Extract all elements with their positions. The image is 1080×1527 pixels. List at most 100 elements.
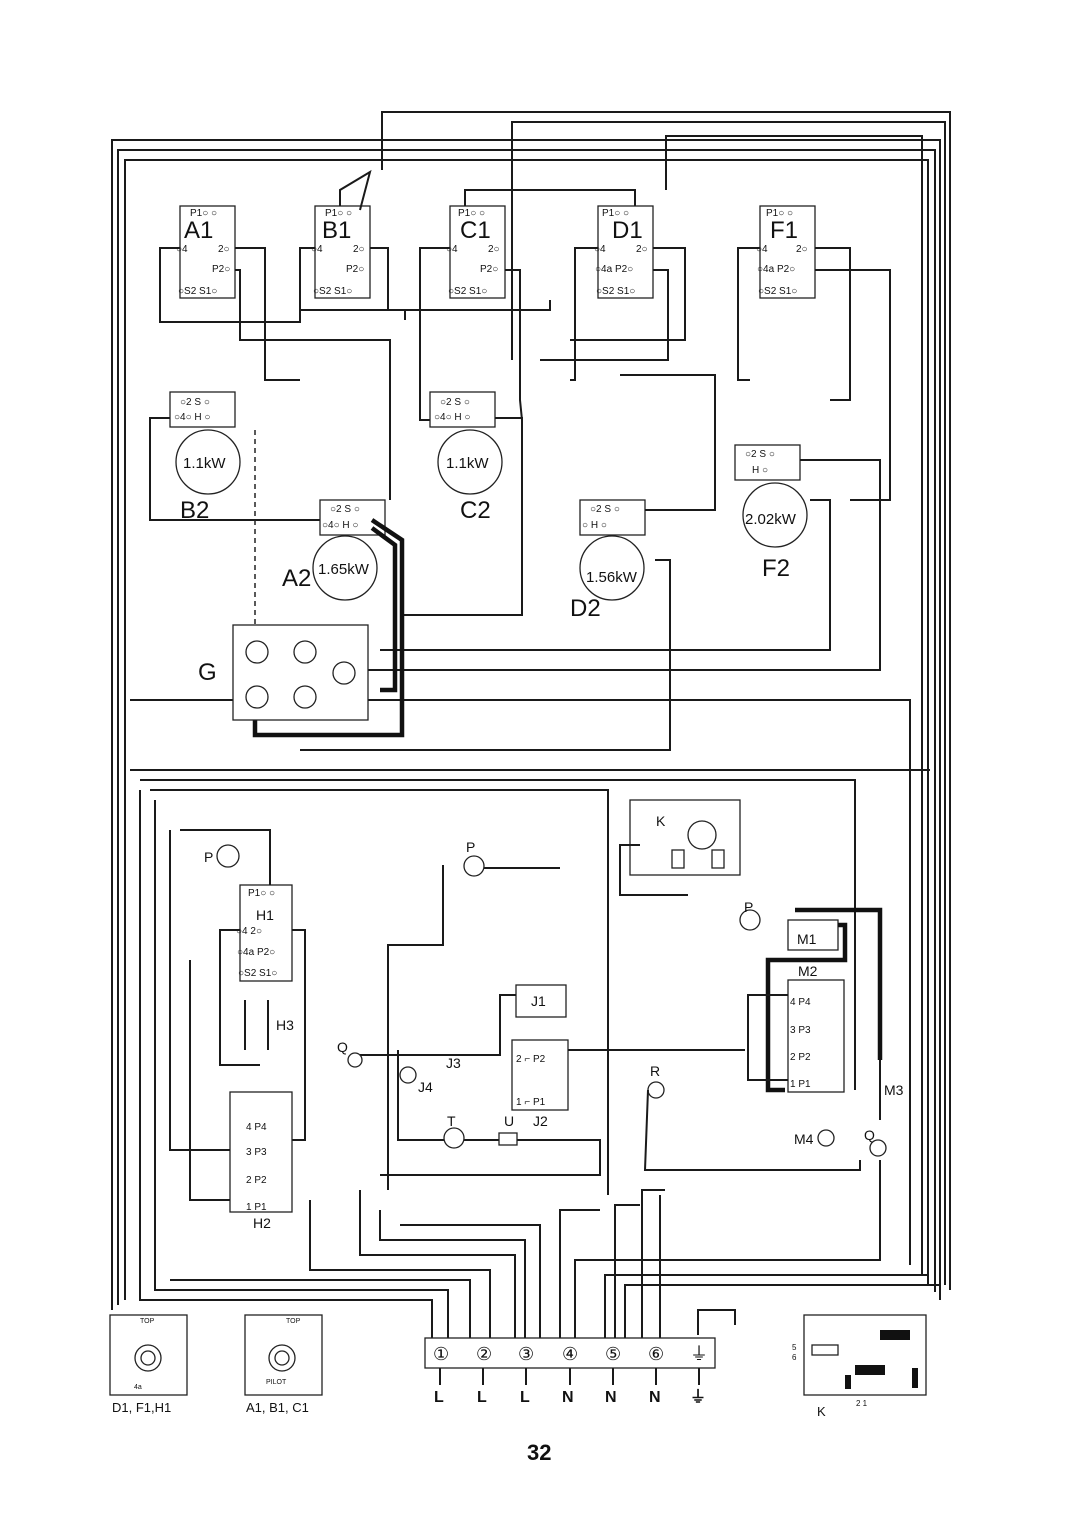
element-C2: ○2 S ○ ○4○ H ○ 1.1kW C2 xyxy=(400,391,523,616)
frame-wires xyxy=(111,111,951,1310)
terminal-5: ⑤ xyxy=(605,1344,621,1364)
spark-generator-G: G xyxy=(198,624,369,721)
svg-text:○4○ H ○: ○4○ H ○ xyxy=(434,412,470,423)
svg-text:A2: A2 xyxy=(282,565,311,592)
svg-text:Q: Q xyxy=(864,1127,875,1143)
svg-text:1.56kW: 1.56kW xyxy=(586,569,638,586)
label-N2: N xyxy=(605,1389,617,1406)
svg-text:4 P4: 4 P4 xyxy=(246,1122,267,1133)
terminal-2: ② xyxy=(476,1344,492,1364)
label-L2: L xyxy=(477,1389,487,1406)
svg-text:PILOT: PILOT xyxy=(266,1379,287,1386)
lamp-Q-left: Q xyxy=(337,1039,363,1068)
element-F2: ○2 S ○ H ○ 2.02kW F2 xyxy=(350,444,881,671)
switch-A1: A1 P1○ ○ ○4 2○ P2○ ○S2 S1○ xyxy=(159,205,391,500)
legend-clock-K: 5 6 2 1 K xyxy=(792,1314,927,1419)
svg-text:G: G xyxy=(198,659,217,686)
svg-text:○2 S ○: ○2 S ○ xyxy=(180,397,210,408)
svg-text:○2 S ○: ○2 S ○ xyxy=(330,504,360,515)
svg-text:3 P3: 3 P3 xyxy=(790,1025,811,1036)
svg-text:○4○ H ○: ○4○ H ○ xyxy=(322,520,358,531)
svg-text:K: K xyxy=(817,1404,826,1419)
svg-text:T: T xyxy=(447,1113,456,1129)
svg-text:A1: A1 xyxy=(184,217,213,244)
svg-text:D2: D2 xyxy=(570,595,601,622)
label-L3: L xyxy=(520,1389,530,1406)
svg-text:H2: H2 xyxy=(253,1215,271,1231)
thermostat-T-U: T U xyxy=(443,1113,518,1149)
svg-text:P: P xyxy=(466,839,475,855)
svg-text:M2: M2 xyxy=(798,963,818,979)
switch-H1: P H1 P1○ ○ ○4 2○ ○4a P2○ ○S2 S1○ xyxy=(180,829,306,1141)
label-earth: ⏚ xyxy=(690,1388,706,1406)
thick-wires xyxy=(252,518,405,738)
terminal-4: ④ xyxy=(562,1344,578,1364)
switch-D1: D1 P1○ ○ ○4 2○ ○4a P2○ ○S2 S1○ xyxy=(540,205,686,381)
svg-text:M1: M1 xyxy=(797,931,817,947)
label-N3: N xyxy=(649,1389,661,1406)
svg-text:2 P2: 2 P2 xyxy=(246,1175,267,1186)
svg-text:3 P3: 3 P3 xyxy=(246,1147,267,1158)
svg-text:○S2 S1○: ○S2 S1○ xyxy=(758,286,797,297)
svg-text:P2○: P2○ xyxy=(212,264,230,275)
legend-switch-A1-B1-C1: TOP PILOT A1, B1, C1 xyxy=(244,1314,323,1415)
svg-text:J4: J4 xyxy=(418,1079,433,1095)
svg-text:4 P4: 4 P4 xyxy=(790,997,811,1008)
svg-text:P: P xyxy=(204,849,213,865)
svg-text:○4○ H ○: ○4○ H ○ xyxy=(174,412,210,423)
svg-text:○S2 S1○: ○S2 S1○ xyxy=(238,968,277,979)
svg-text:A1, B1, C1: A1, B1, C1 xyxy=(246,1400,309,1415)
fan-M1: P M1 xyxy=(739,899,883,1093)
switch-B1: B1 P1○ ○ ○4 2○ P2○ ○S2 S1○ xyxy=(299,169,551,320)
terminal-1: ① xyxy=(433,1344,449,1364)
page-number: 32 xyxy=(527,1440,551,1465)
svg-text:1.1kW: 1.1kW xyxy=(183,455,226,472)
switch-H2: H2 4 P4 3 P3 2 P2 1 P1 xyxy=(169,830,293,1231)
svg-text:P1○ ○: P1○ ○ xyxy=(190,208,217,219)
svg-text:C2: C2 xyxy=(460,497,491,524)
svg-text:○4: ○4 xyxy=(311,244,323,255)
svg-text:6: 6 xyxy=(792,1353,797,1362)
svg-text:M4: M4 xyxy=(794,1131,814,1147)
svg-text:M3: M3 xyxy=(884,1082,904,1098)
element-B2: ○2 S ○ ○4○ H ○ 1.1kW B2 xyxy=(149,391,330,640)
element-A2: ○2 S ○ ○4○ H ○ 1.65kW A2 xyxy=(282,499,386,601)
svg-text:○4a P2○: ○4a P2○ xyxy=(595,264,633,275)
label-N1: N xyxy=(562,1389,574,1406)
svg-text:D1: D1 xyxy=(612,217,643,244)
terminal-feed-wires xyxy=(139,790,940,1345)
heater-M3: M3 xyxy=(879,1060,904,1120)
control-J: J1 2 ⌐ P2 1 ⌐ P1 J2 J3 J4 xyxy=(360,865,745,1190)
terminal-3: ③ xyxy=(518,1344,534,1364)
svg-text:○S2 S1○: ○S2 S1○ xyxy=(596,286,635,297)
svg-text:○4: ○4 xyxy=(446,244,458,255)
svg-text:R: R xyxy=(650,1063,660,1079)
svg-text:2 1: 2 1 xyxy=(856,1399,868,1408)
svg-text:P1○ ○: P1○ ○ xyxy=(602,208,629,219)
svg-text:C1: C1 xyxy=(460,217,491,244)
svg-text:TOP: TOP xyxy=(140,1318,155,1325)
svg-text:○S2 S1○: ○S2 S1○ xyxy=(448,286,487,297)
svg-text:2 ⌐ P2: 2 ⌐ P2 xyxy=(516,1054,546,1065)
svg-text:1.65kW: 1.65kW xyxy=(318,561,370,578)
svg-text:○2 S ○: ○2 S ○ xyxy=(590,504,620,515)
terminal-6: ⑥ xyxy=(648,1344,664,1364)
svg-text:P: P xyxy=(744,899,753,915)
fan-P-lower: P xyxy=(463,839,485,877)
svg-text:P1○ ○: P1○ ○ xyxy=(248,888,275,899)
svg-text:○4 2○: ○4 2○ xyxy=(236,926,262,937)
svg-text:H1: H1 xyxy=(256,907,274,923)
svg-text:P2○: P2○ xyxy=(480,264,498,275)
svg-text:F2: F2 xyxy=(762,555,790,582)
svg-text:Q: Q xyxy=(337,1039,348,1055)
svg-text:P1○ ○: P1○ ○ xyxy=(458,208,485,219)
svg-text:○4: ○4 xyxy=(176,244,188,255)
svg-text:○4: ○4 xyxy=(594,244,606,255)
svg-text:2○: 2○ xyxy=(488,244,500,255)
svg-text:P1○ ○: P1○ ○ xyxy=(766,208,793,219)
svg-text:B1: B1 xyxy=(322,217,351,244)
svg-text:2○: 2○ xyxy=(353,244,365,255)
svg-text:2○: 2○ xyxy=(218,244,230,255)
svg-text:1 P1: 1 P1 xyxy=(790,1079,811,1090)
